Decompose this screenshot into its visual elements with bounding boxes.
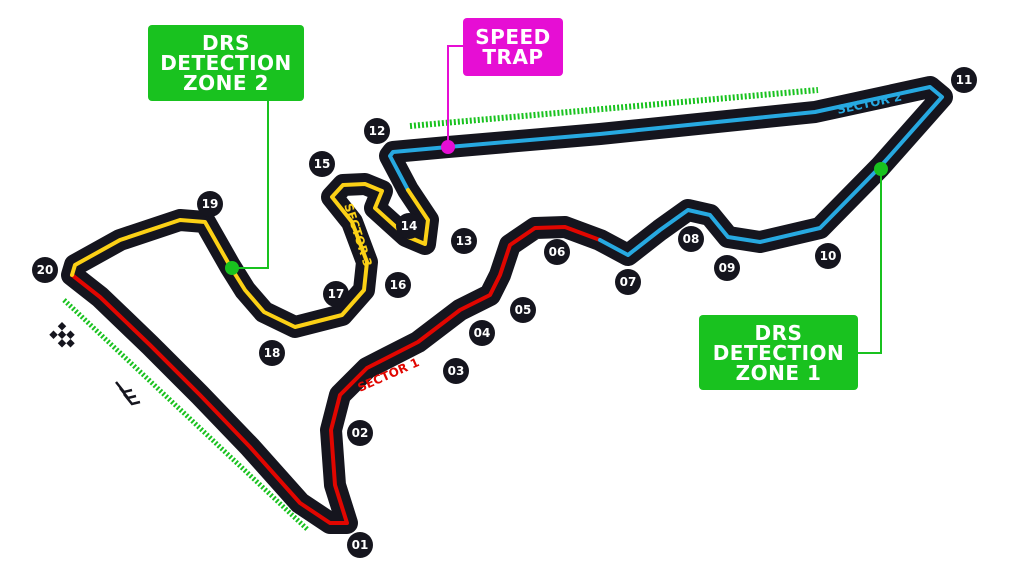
turn-marker-05: 05 (510, 297, 536, 323)
turn-marker-10: 10 (815, 243, 841, 269)
turn-marker-19: 19 (197, 191, 223, 217)
turn-number-label: 19 (202, 197, 219, 211)
turn-markers: 01 02 03 04 05 06 07 08 09 10 11 12 13 14 15 16 17 18 19 20 (32, 67, 977, 558)
turn-number-label: 20 (37, 263, 54, 277)
turn-badge-circle (678, 226, 704, 252)
turn-number-label: 08 (683, 232, 700, 246)
turn-number-label: 02 (352, 426, 369, 440)
drs-zone-2-connector (232, 101, 269, 269)
turn-marker-06: 06 (544, 239, 570, 265)
turn-badge-circle (815, 243, 841, 269)
turn-number-label: 17 (328, 287, 345, 301)
turn-marker-07: 07 (615, 269, 641, 295)
drs-zone-1-connector (858, 170, 882, 354)
turn-marker-20: 20 (32, 257, 58, 283)
turn-marker-01: 01 (347, 532, 373, 558)
turn-marker-04: 04 (469, 320, 495, 346)
turn-number-label: 06 (549, 245, 566, 259)
turn-number-label: 07 (620, 275, 637, 289)
turn-badge-circle (951, 67, 977, 93)
turn-marker-12: 12 (364, 118, 390, 144)
speed-trap-connector (447, 45, 463, 147)
callout-line: DETECTION (160, 51, 292, 75)
callout-line: DRS (202, 31, 250, 55)
turn-number-label: 14 (401, 219, 418, 233)
turn-marker-18: 18 (259, 340, 285, 366)
turn-badge-circle (364, 118, 390, 144)
turn-number-label: 10 (820, 249, 837, 263)
callout-line: ZONE 1 (735, 360, 822, 385)
turn-number-label: 05 (515, 303, 532, 317)
turn-badge-circle (396, 213, 422, 239)
callout-line: ZONE 2 (183, 71, 269, 95)
turn-marker-16: 16 (385, 272, 411, 298)
turn-badge-circle (323, 281, 349, 307)
drs-detection-zone-1-callout: DRS DETECTION ZONE 1 (699, 315, 858, 390)
turn-number-label: 03 (448, 364, 465, 378)
turn-number-label: 01 (352, 538, 369, 552)
drs-zone-main-straight (62, 298, 310, 532)
drs-zone-back-straight (409, 87, 819, 129)
turn-marker-17: 17 (323, 281, 349, 307)
turn-number-label: 18 (264, 346, 281, 360)
drs-detection-point-1 (874, 162, 888, 176)
sector-1-line (70, 225, 602, 525)
callout-line: SPEED (475, 25, 551, 49)
turn-marker-08: 08 (678, 226, 704, 252)
sector-3-line (70, 182, 430, 329)
turn-number-label: 11 (956, 73, 973, 87)
turn-badge-circle (469, 320, 495, 346)
speed-trap-point (441, 140, 455, 154)
turn-badge-circle (544, 239, 570, 265)
direction-chevrons-icon (115, 381, 141, 406)
turn-badge-circle (451, 228, 477, 254)
turn-number-label: 04 (474, 326, 491, 340)
callout-line: DRS (754, 320, 803, 345)
turn-badge-circle (259, 340, 285, 366)
drs-detection-zone-2-callout: DRS DETECTION ZONE 2 (148, 25, 304, 101)
turn-marker-11: 11 (951, 67, 977, 93)
turn-badge-circle (32, 257, 58, 283)
turn-number-label: 16 (390, 278, 407, 292)
turn-number-label: 13 (456, 234, 473, 248)
callout-line: TRAP (482, 45, 544, 69)
turn-badge-circle (347, 420, 373, 446)
turn-badge-circle (714, 255, 740, 281)
drs-detection-point-2 (225, 261, 239, 275)
turn-badge-circle (347, 532, 373, 558)
turn-marker-03: 03 (443, 358, 469, 384)
turn-badge-circle (385, 272, 411, 298)
turn-badge-circle (510, 297, 536, 323)
turn-marker-14: 14 (396, 213, 422, 239)
turn-number-label: 15 (314, 157, 331, 171)
drs-zones (62, 87, 819, 532)
turn-number-label: 09 (719, 261, 736, 275)
turn-marker-13: 13 (451, 228, 477, 254)
turn-number-label: 12 (369, 124, 386, 138)
speed-trap-callout: SPEED TRAP (463, 18, 563, 76)
turn-marker-15: 15 (309, 151, 335, 177)
turn-badge-circle (443, 358, 469, 384)
start-finish-flag-icon (49, 322, 75, 348)
track-outline (61, 76, 953, 534)
callout-line: DETECTION (712, 340, 845, 365)
turn-marker-02: 02 (347, 420, 373, 446)
turn-badge-circle (615, 269, 641, 295)
turn-marker-09: 09 (714, 255, 740, 281)
turn-badge-circle (197, 191, 223, 217)
turn-badge-circle (309, 151, 335, 177)
